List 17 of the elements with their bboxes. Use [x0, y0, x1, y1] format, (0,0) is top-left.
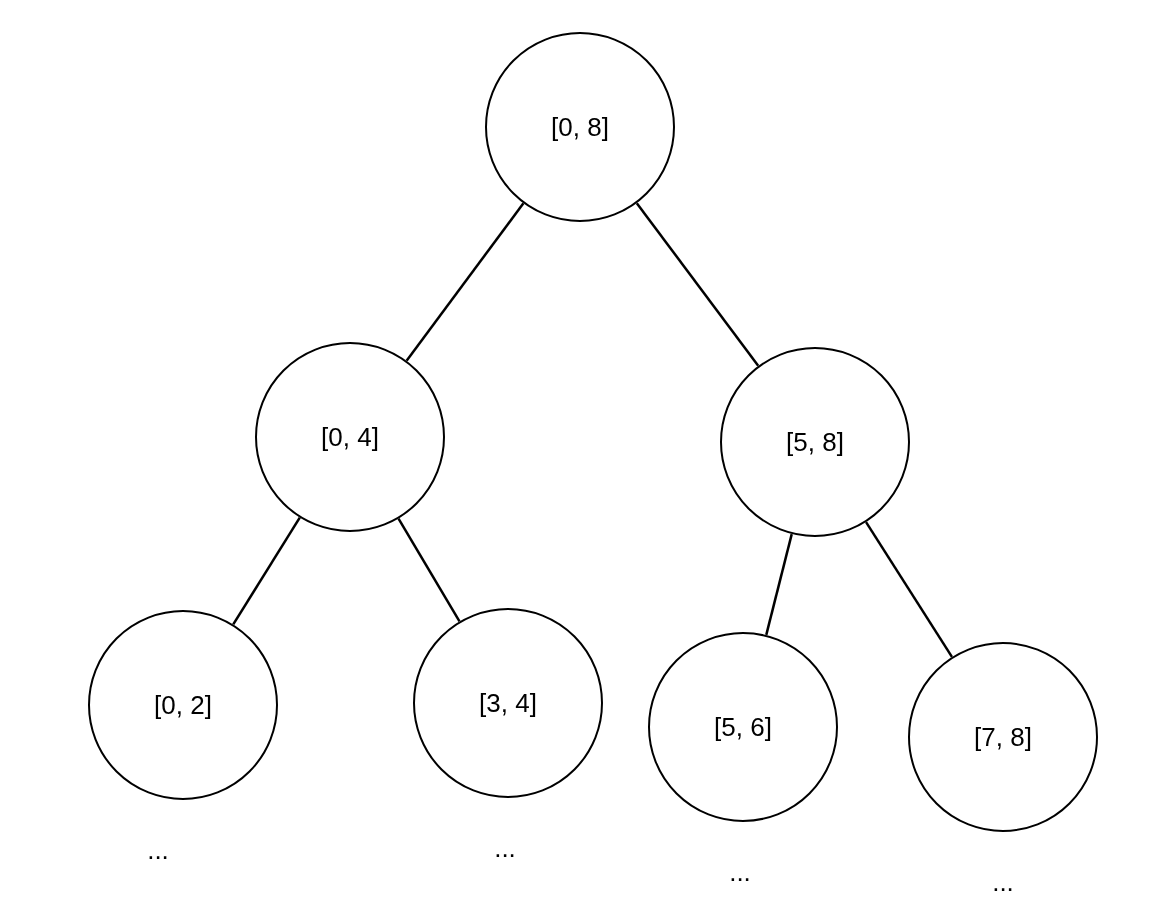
node-label: [0, 4] — [321, 421, 379, 453]
ellipsis-text: ... — [729, 856, 751, 888]
connector-line — [765, 533, 793, 636]
connector-line — [397, 518, 461, 622]
node-label: [0, 8] — [551, 111, 609, 143]
ellipsis-text: ... — [147, 834, 169, 866]
node-label: [7, 8] — [974, 721, 1032, 753]
node-label: [5, 6] — [714, 711, 772, 743]
connector-line — [865, 521, 953, 658]
node-label: [5, 8] — [786, 426, 844, 458]
node-label: [0, 2] — [154, 689, 212, 721]
connector-line — [405, 202, 525, 362]
connector-line — [232, 516, 301, 626]
connector-line — [635, 202, 760, 367]
node-label: [3, 4] — [479, 687, 537, 719]
ellipsis-text: ... — [494, 832, 516, 864]
ellipsis-text: ... — [992, 866, 1014, 898]
